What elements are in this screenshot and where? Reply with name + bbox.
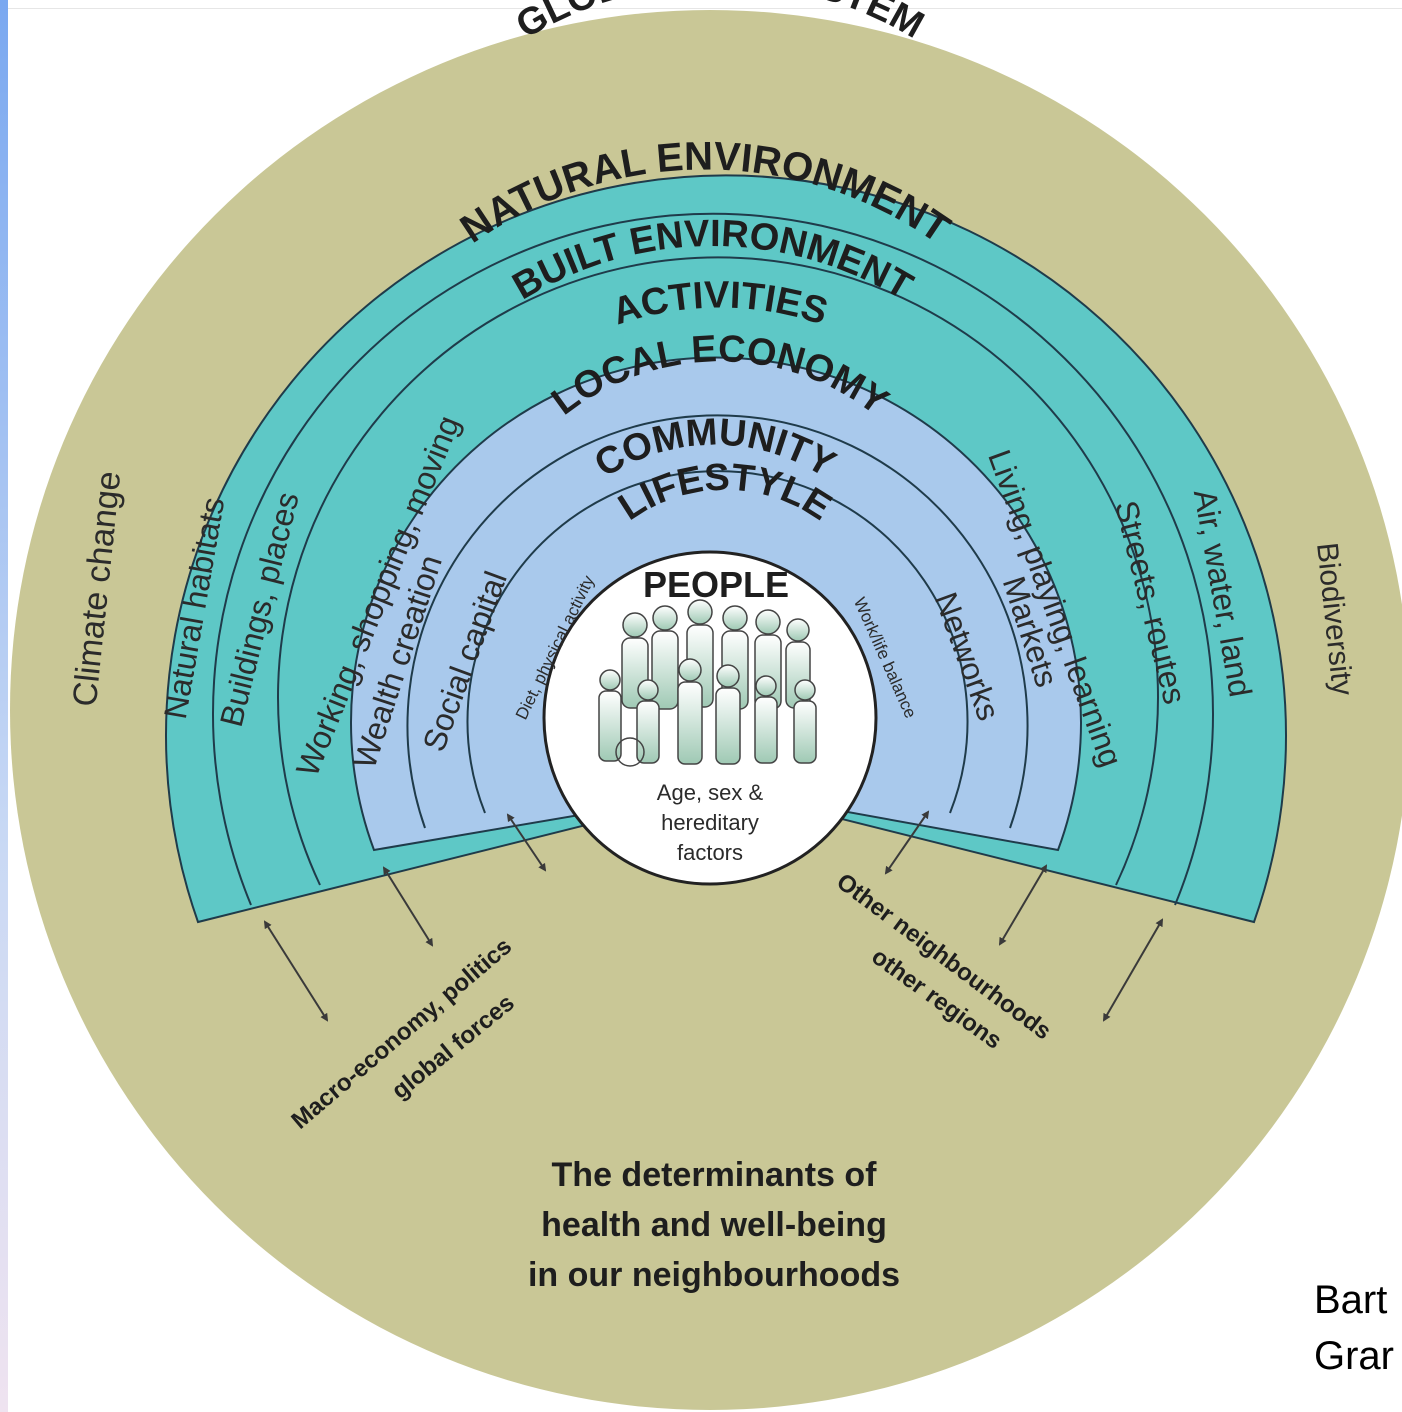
people-group-illustration bbox=[598, 599, 817, 767]
credit-line-1: Bart bbox=[1314, 1278, 1388, 1322]
ring-dividers bbox=[212, 212, 1214, 906]
arrow-4 bbox=[884, 810, 930, 875]
center-caption-line-2: hereditary bbox=[661, 810, 759, 835]
credit-line-2: Grar bbox=[1314, 1334, 1394, 1378]
diagram-title-line-3: in our neighbourhoods bbox=[528, 1256, 900, 1294]
people-title: PEOPLE bbox=[643, 564, 789, 605]
center-caption-line-3: factors bbox=[677, 840, 743, 865]
arrow-5 bbox=[998, 864, 1048, 946]
left-edge-stripe bbox=[0, 0, 8, 1412]
interaction-arrows bbox=[263, 810, 1164, 1022]
diagram-title-line-1: The determinants of bbox=[552, 1156, 878, 1194]
center-caption-line-1: Age, sex & bbox=[657, 780, 764, 805]
diagram-title-line-2: health and well-being bbox=[541, 1206, 887, 1244]
arrow-2 bbox=[382, 866, 434, 947]
arrow-1 bbox=[263, 920, 329, 1022]
arrow-6 bbox=[1102, 918, 1164, 1022]
arrow-3 bbox=[506, 813, 547, 872]
top-divider bbox=[8, 8, 1402, 9]
